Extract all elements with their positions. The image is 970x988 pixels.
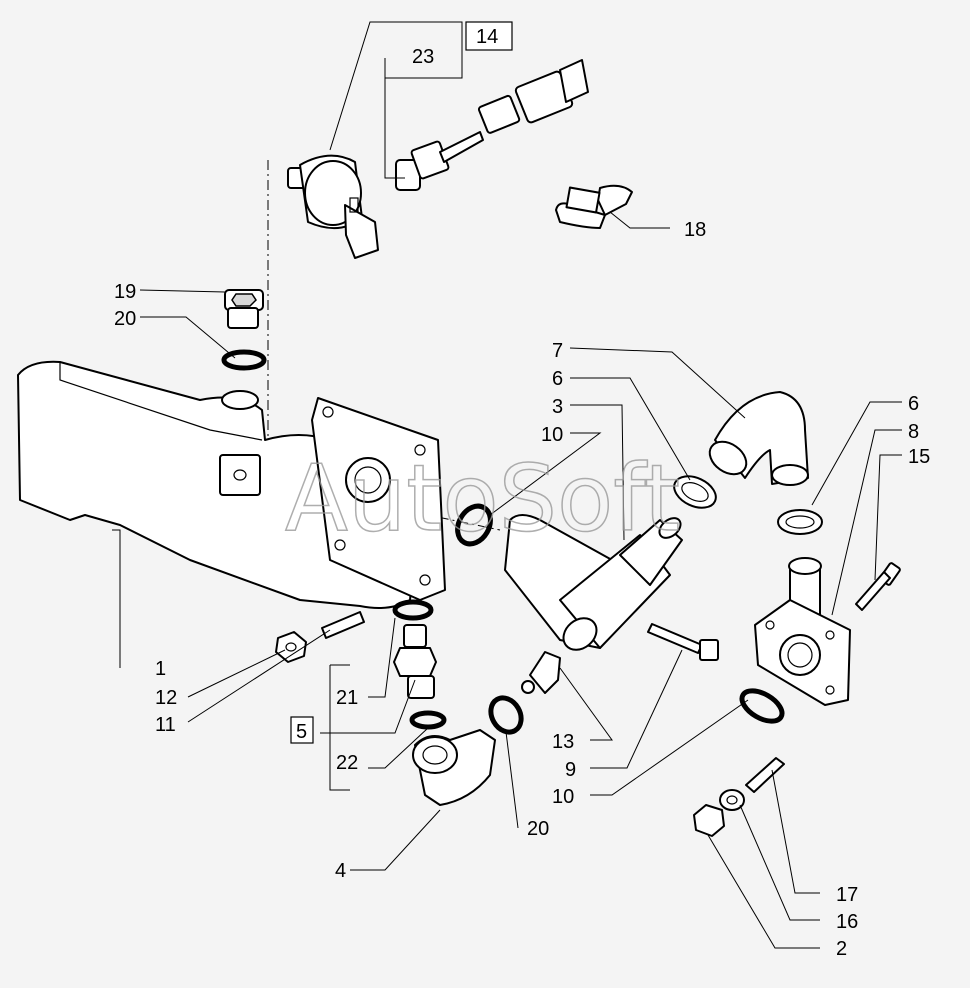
label-13: 13 (552, 731, 574, 753)
label-7: 7 (552, 340, 563, 362)
label-16: 16 (836, 911, 858, 933)
cable-23 (395, 59, 589, 191)
watermark: AutoSoft (285, 445, 680, 552)
thermostat-housing-3 (504, 514, 683, 651)
bracket-18 (555, 184, 633, 229)
label-19: 19 (114, 281, 136, 303)
label-box-14 (465, 21, 513, 51)
bolt-9 (647, 623, 719, 661)
label-box-5 (290, 716, 314, 744)
outlet-flange-8 (754, 557, 851, 706)
o-ring-20-b (488, 695, 524, 735)
label-8: 8 (908, 421, 919, 443)
clamp-6-a (673, 475, 717, 509)
label-20-a: 20 (114, 308, 136, 330)
clamp-6-b (777, 509, 823, 535)
valve-13 (521, 651, 561, 694)
label-18: 18 (684, 219, 706, 241)
flange-plate (311, 397, 446, 601)
label-15: 15 (908, 446, 930, 468)
washer-16 (719, 789, 745, 811)
o-ring-21-ring (392, 599, 434, 621)
nut-12-hole (285, 642, 297, 652)
label-3: 3 (552, 396, 563, 418)
label-23: 23 (412, 46, 434, 68)
label-6-b: 6 (908, 393, 919, 415)
label-4: 4 (335, 860, 346, 882)
plug-19 (224, 289, 264, 329)
label-1: 1 (155, 658, 166, 680)
fitting-21 (393, 624, 437, 699)
label-6-a: 6 (552, 368, 563, 390)
label-20-b: 20 (527, 818, 549, 840)
sensor-14 (287, 154, 379, 259)
label-11: 11 (155, 714, 176, 736)
label-12: 12 (155, 687, 177, 709)
stud-17 (745, 757, 785, 793)
bolt-15 (855, 562, 901, 611)
label-2: 2 (836, 938, 847, 960)
label-5: 5 (296, 721, 307, 743)
leader-lines (112, 21, 902, 949)
nut-12 (275, 631, 307, 663)
elbow-4 (412, 729, 496, 806)
washer-16-hole (726, 795, 738, 805)
o-ring-20 (221, 349, 267, 371)
label-9: 9 (565, 759, 576, 781)
label-10-a: 10 (541, 424, 563, 446)
label-14: 14 (476, 26, 498, 48)
label-17: 17 (836, 884, 858, 906)
o-ring-10-b (739, 688, 785, 724)
o-ring-22 (409, 710, 447, 730)
hose-7 (708, 391, 809, 486)
o-ring-10-a (455, 503, 493, 547)
label-10-b: 10 (552, 786, 574, 808)
manifold-housing (17, 360, 413, 609)
stud-11 (321, 611, 365, 639)
label-21: 21 (336, 687, 358, 709)
nut-2 (693, 804, 725, 837)
label-22: 22 (336, 752, 358, 774)
